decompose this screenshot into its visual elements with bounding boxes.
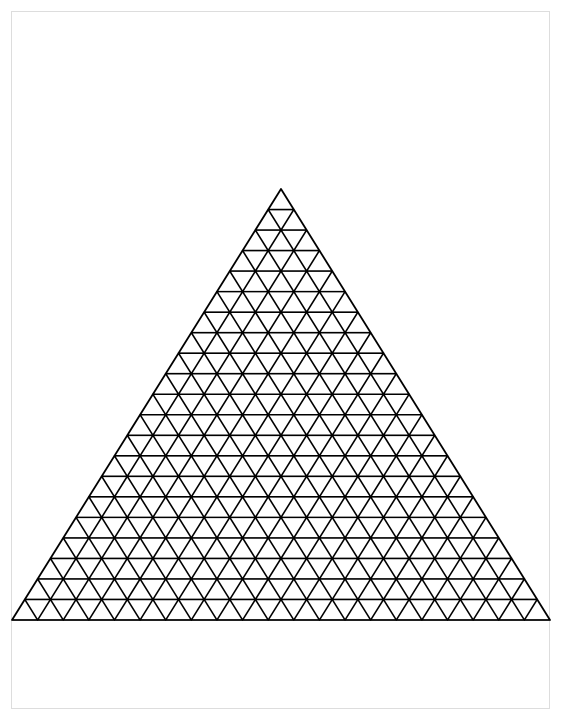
- grid-line-parallel-left: [164, 311, 359, 621]
- grid-line-parallel-left: [318, 434, 436, 621]
- grid-lines: [24, 208, 538, 621]
- page-frame: [11, 11, 550, 709]
- grid-line-parallel-right: [100, 475, 193, 621]
- grid-line-parallel-right: [24, 598, 39, 621]
- outer-triangle: [11, 188, 551, 621]
- grid-line-parallel-right: [49, 557, 90, 621]
- grid-line-parallel-left: [62, 229, 308, 621]
- grid-line-parallel-left: [267, 393, 410, 621]
- grid-line-parallel-left: [523, 598, 538, 621]
- grid-line-parallel-left: [113, 270, 334, 621]
- grid-line-parallel-right: [203, 311, 398, 621]
- grid-line-parallel-right: [228, 270, 449, 621]
- grid-line-parallel-right: [75, 516, 141, 621]
- grid-line-parallel-left: [472, 557, 513, 621]
- grid-line-parallel-left: [421, 516, 487, 621]
- grid-line-parallel-right: [177, 352, 346, 621]
- grid-line-parallel-right: [152, 393, 295, 621]
- grid-line-parallel-left: [369, 475, 462, 621]
- grid-line-parallel-left: [216, 352, 385, 621]
- grid-line-parallel-right: [254, 229, 500, 621]
- grid-line-parallel-right: [126, 434, 244, 621]
